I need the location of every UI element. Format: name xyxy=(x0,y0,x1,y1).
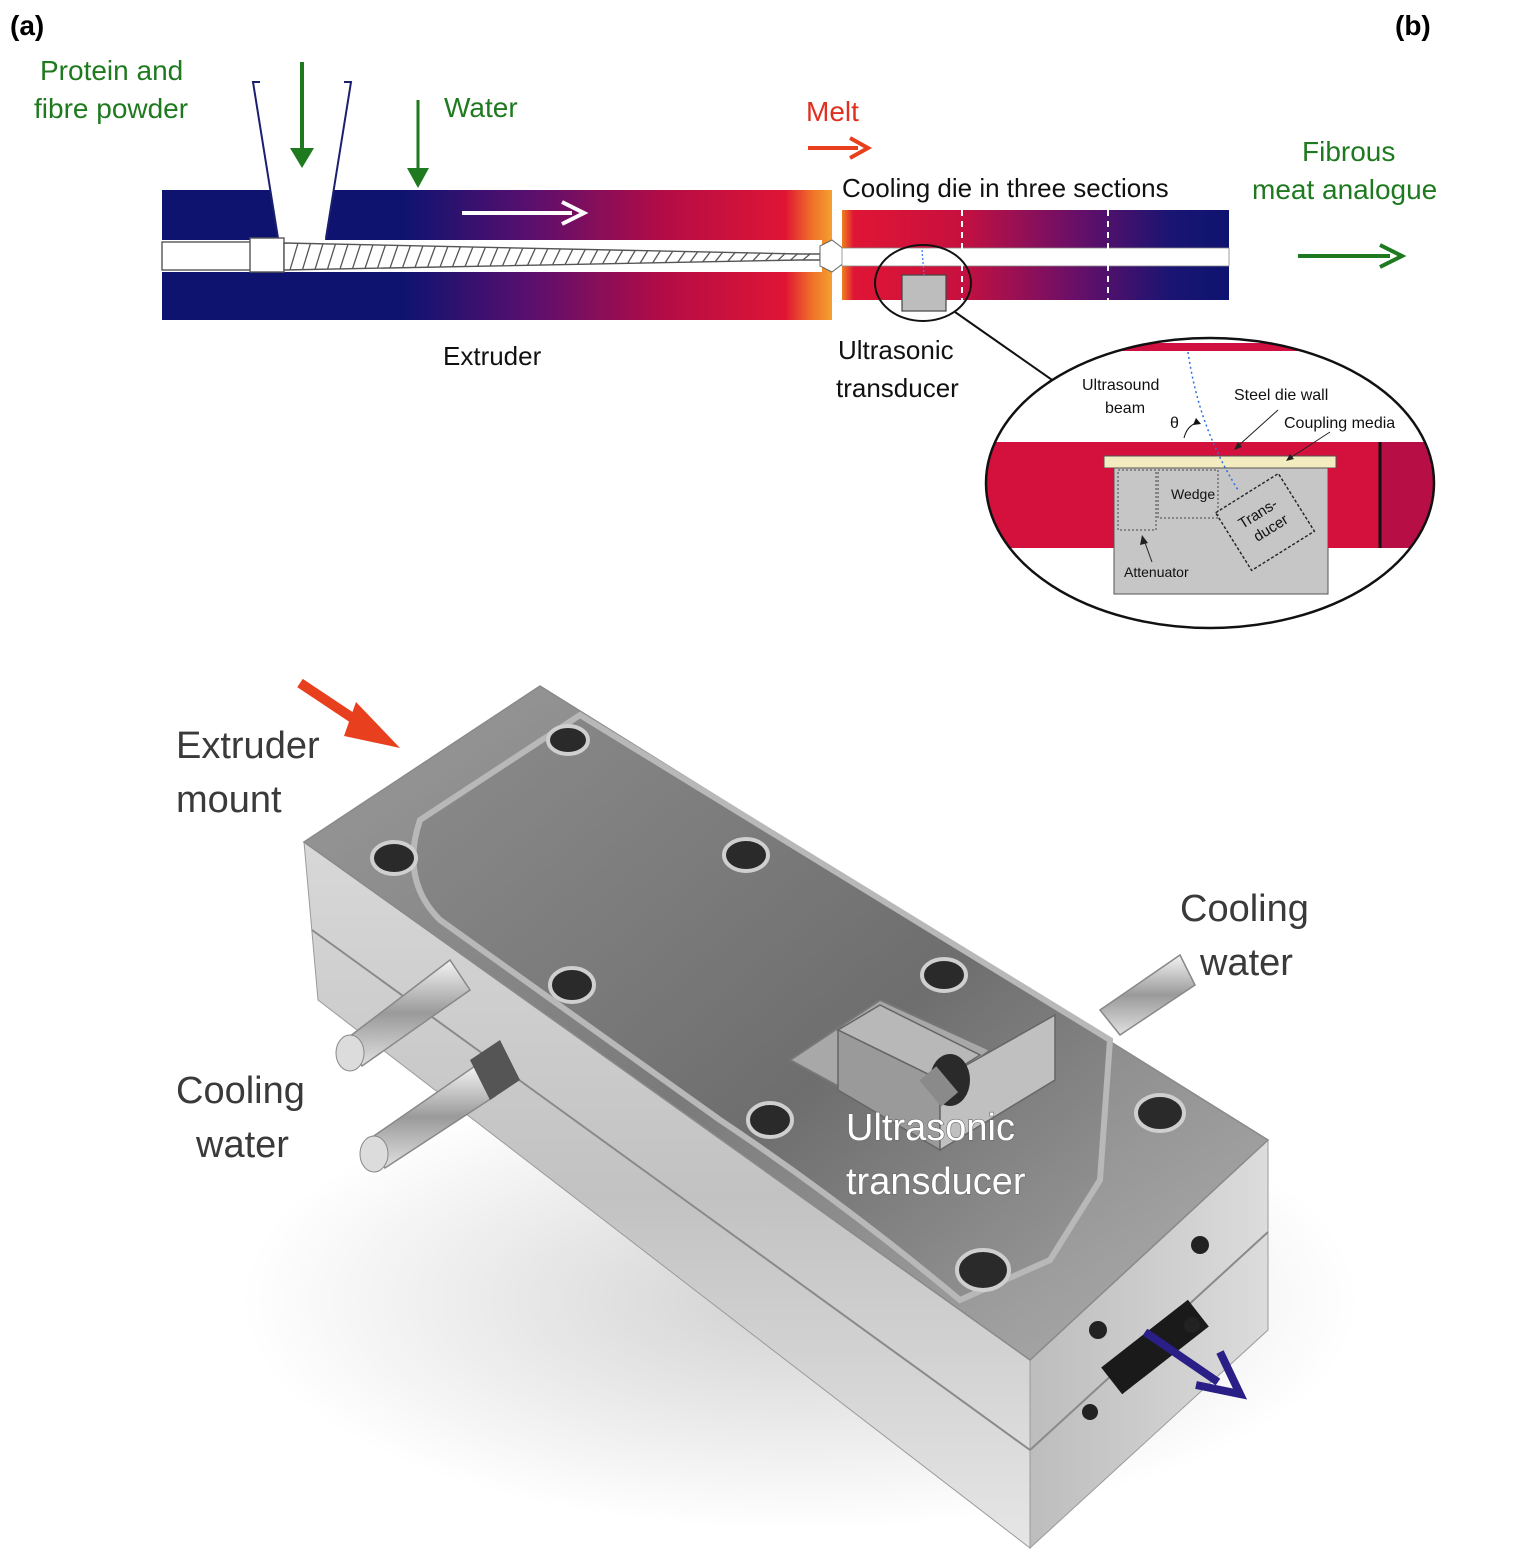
inset-steel-wall-label: Steel die wall xyxy=(1234,387,1328,404)
screw-flight xyxy=(689,250,699,263)
melt-arrow-head xyxy=(849,136,873,160)
screw-flights xyxy=(289,242,811,271)
inset-theta-label: θ xyxy=(1170,415,1179,432)
screw-flight xyxy=(364,244,374,269)
screw-flight xyxy=(651,250,662,264)
screw-flight xyxy=(626,249,637,264)
screw-flight xyxy=(376,244,387,269)
inset-coupling-label: Coupling media xyxy=(1284,415,1395,432)
screw-flight xyxy=(802,253,811,261)
screw-flight xyxy=(614,249,624,265)
screw-flight xyxy=(389,244,399,269)
screw-flight xyxy=(426,245,437,268)
screw-flight xyxy=(401,245,412,269)
output-label-1: Fibrous xyxy=(1302,136,1395,167)
nozzle xyxy=(819,239,846,273)
screw-flight xyxy=(777,252,786,262)
photo-mount-label-1: Extruder xyxy=(176,725,320,767)
screw-flight xyxy=(564,248,574,266)
output-label-2: meat analogue xyxy=(1252,174,1437,205)
screw-flight xyxy=(739,251,749,262)
screw-flight xyxy=(576,248,587,265)
screw-flight xyxy=(476,246,487,267)
screw-flight xyxy=(701,251,712,263)
photo-cooling-right-label-1: Cooling xyxy=(1180,888,1309,930)
screw-flight xyxy=(714,251,724,263)
water-label: Water xyxy=(444,92,518,123)
outlet-arrow-head xyxy=(1195,1350,1248,1400)
photo-cooling-right-label-2: water xyxy=(1199,942,1293,984)
inset-beam-label-2: beam xyxy=(1105,400,1145,417)
screw-flight xyxy=(514,247,524,266)
outlet-arrow xyxy=(1142,1328,1221,1386)
melt-label: Melt xyxy=(806,96,859,127)
powder-arrow-head xyxy=(290,148,314,168)
powder-label-1: Protein and xyxy=(40,55,183,86)
output-arrow-head xyxy=(1379,243,1407,269)
hose-barb-left-lower xyxy=(359,1040,520,1173)
panel-label-a: (a) xyxy=(10,10,44,41)
inset: Ultrasound beam θ Steel die wall Couplin… xyxy=(984,336,1436,630)
screw-flight xyxy=(414,245,424,268)
transducer-label-2: transducer xyxy=(836,373,959,403)
inset-beam-label-1: Ultrasound xyxy=(1082,377,1159,394)
screw-flight xyxy=(601,249,612,265)
screw-flight xyxy=(326,243,337,270)
screw-flight xyxy=(289,242,299,271)
screw-flight xyxy=(764,252,774,262)
photo-transducer-label-1: Ultrasonic xyxy=(846,1107,1015,1149)
cooling-die xyxy=(841,210,1230,383)
screw-flight xyxy=(439,245,449,268)
screw-flight xyxy=(727,251,736,263)
screw-flight xyxy=(501,247,512,267)
screw-flight xyxy=(489,246,499,267)
screw-flight xyxy=(752,252,761,262)
photo-transducer-label-2: transducer xyxy=(846,1161,1026,1203)
screw-flight xyxy=(339,243,349,270)
extruder-label: Extruder xyxy=(443,341,542,371)
screw-flight xyxy=(676,250,687,264)
screw-flight xyxy=(526,247,537,266)
screw-flight xyxy=(789,252,799,262)
screw-flight xyxy=(314,243,324,270)
photo-cooling-left-label-2: water xyxy=(195,1124,289,1166)
inset-wedge-label: Wedge xyxy=(1171,486,1215,502)
transducer-label-1: Ultrasonic xyxy=(838,335,954,365)
powder-label-2: fibre powder xyxy=(34,93,188,124)
water-arrow-head xyxy=(407,168,429,188)
screw-flight xyxy=(589,248,599,265)
flow-arrow-head xyxy=(561,200,589,226)
mount-arrow-head xyxy=(344,702,400,748)
screw-flight xyxy=(551,248,562,266)
device-photo xyxy=(240,685,1360,1550)
photo-cooling-left-label-1: Cooling xyxy=(176,1070,305,1112)
screw xyxy=(161,237,821,273)
screw-flight xyxy=(639,249,649,264)
hose-barb-left-upper xyxy=(335,958,472,1072)
panel-label-b: (b) xyxy=(1395,10,1431,41)
screw-flight xyxy=(539,247,549,266)
screw-flight xyxy=(464,246,474,267)
hose-barb-right xyxy=(1098,953,1196,1037)
screw-flight xyxy=(351,244,362,269)
screw-flight xyxy=(664,250,674,264)
screw-flight xyxy=(301,243,312,270)
photo-mount-label-2: mount xyxy=(176,779,282,821)
cooling-die-label: Cooling die in three sections xyxy=(842,173,1169,203)
inset-attenuator-label: Attenuator xyxy=(1124,564,1189,580)
screw-flight xyxy=(451,246,462,268)
